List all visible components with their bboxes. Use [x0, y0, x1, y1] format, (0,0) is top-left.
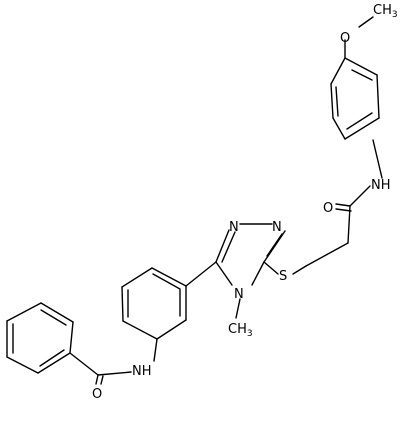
thioether-bond — [263, 261, 279, 275]
amide-carbonyl-oxygen-left-label: O — [92, 387, 102, 402]
methoxy-group — [344, 16, 374, 59]
amide-nh-left-label: NH — [132, 364, 152, 379]
methoxyphenyl-ring — [330, 57, 380, 140]
phenylene-ring — [121, 261, 217, 340]
methyl-label-top: CH3 — [373, 3, 398, 20]
amide-nh-right-label: NH — [371, 178, 391, 193]
triazole-n2-label: N — [229, 220, 239, 235]
benzamide-linker — [69, 338, 158, 385]
thioether-sulfur-label: S — [279, 269, 287, 284]
triazole-ring — [215, 223, 286, 319]
benzoyl-ring — [6, 302, 74, 374]
methoxy-oxygen-label: O — [340, 31, 350, 46]
amide-carbonyl-oxygen-right-label: O — [323, 201, 333, 216]
triazole-n4-label: N — [234, 287, 244, 302]
triazole-n1-label: N — [272, 220, 282, 235]
acetamide-linker — [292, 139, 383, 275]
methyl-label-triazole: CH3 — [228, 322, 253, 339]
